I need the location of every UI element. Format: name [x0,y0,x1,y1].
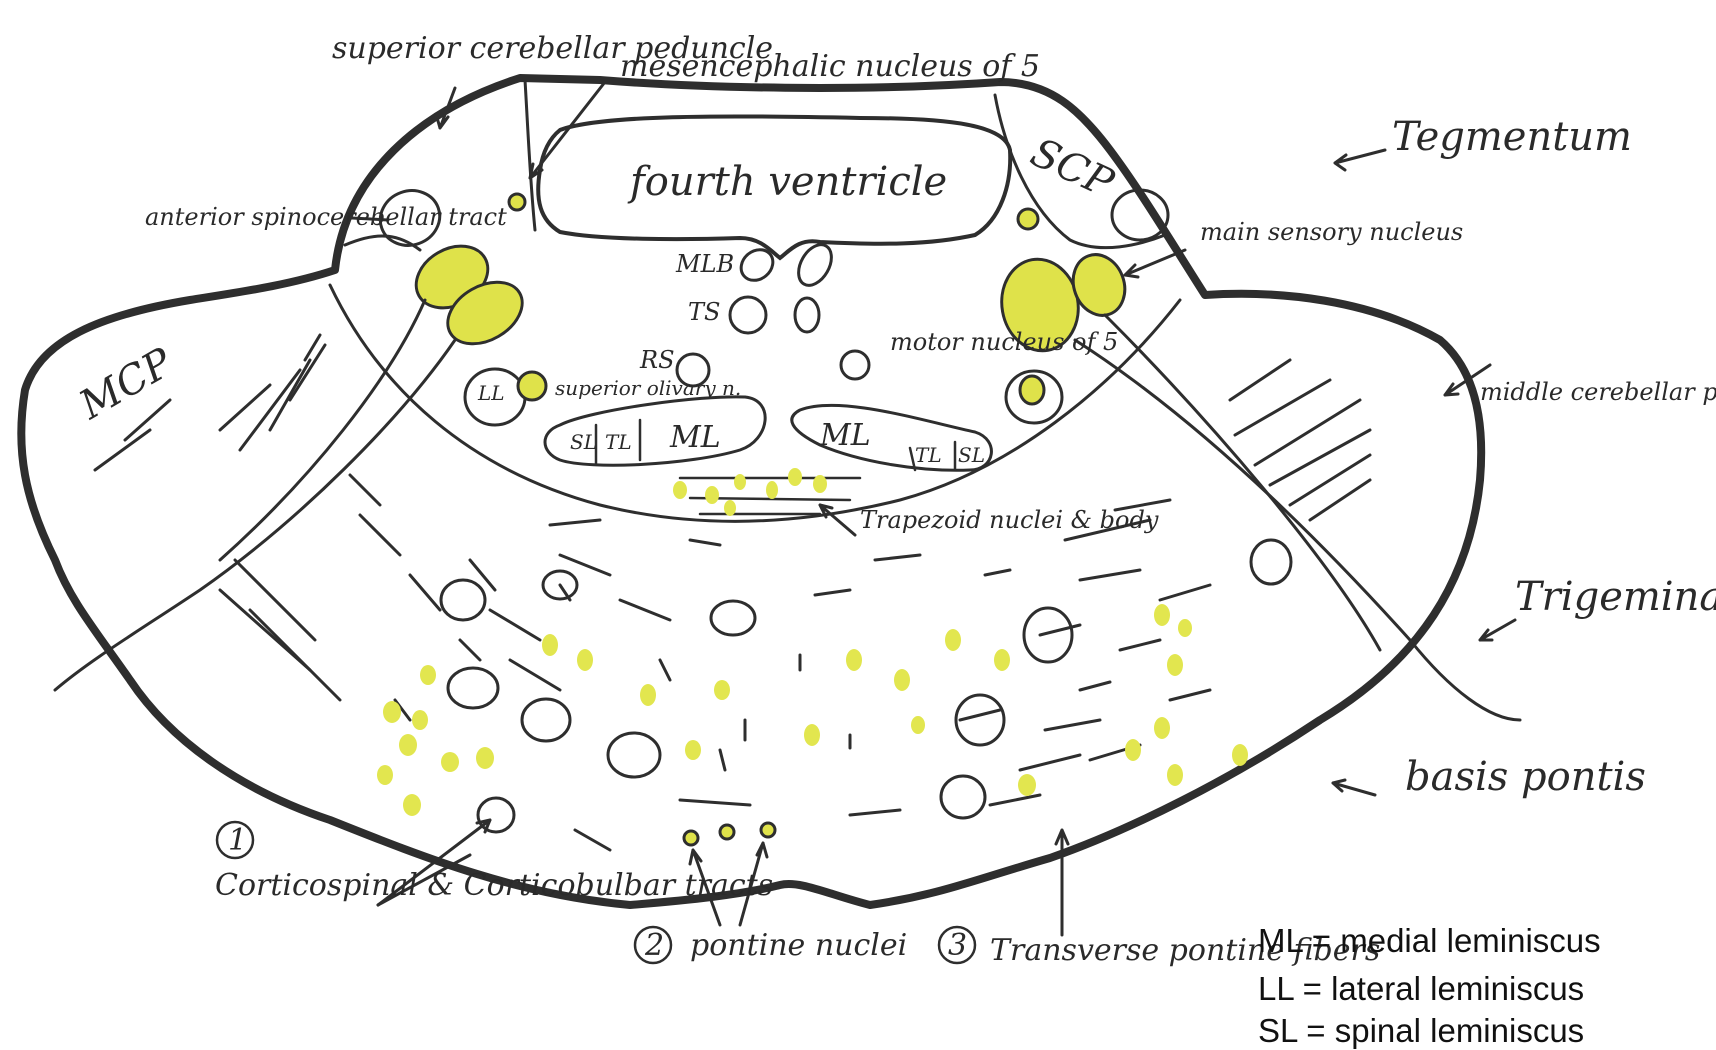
trigeminal-nerve-root-left-2 [220,300,425,560]
mesencephalic-nucleus-right [1018,209,1038,229]
label-main-sensory-nucleus: main sensory nucleus [1200,218,1463,246]
label-tl-right: TL [915,443,942,467]
label-tl-left: TL [605,430,632,454]
pontine-nucleus-small-1 [684,831,698,845]
pointer-transverse-fibers [1056,830,1068,935]
label-mesencephalic-nucleus: mesencephalic nucleus of 5 [620,49,1040,84]
ts-right [795,298,819,332]
pontine-nuclei-dots [377,604,1248,816]
label-corticospinal: Corticospinal & Corticobulbar tracts [215,868,773,903]
pointer-mesencephalic-nucleus [530,82,605,178]
label-pontine-nuclei: pontine nuclei [690,928,907,963]
mlb-right [792,239,838,291]
label-motor-nucleus: motor nucleus of 5 [890,328,1118,356]
label-sl-left: SL [570,430,597,454]
label-ml-left: ML [669,420,721,455]
pointer-trigeminal-nerve [1480,620,1515,640]
pointer-basis-pontis [1333,780,1375,795]
ts-left [730,297,766,333]
label-tegmentum: Tegmentum [1392,114,1632,160]
legend-ml: ML = medial leminiscus [1258,922,1601,960]
label-trigeminal-nerve: Trigeminal nerve [1515,574,1716,620]
label-anterior-spinocerebellar-tract: anterior spinocerebellar tract [145,203,507,231]
label-num3: 3 [948,928,967,963]
scp-left-inner [525,80,535,230]
legend-ll: LL = lateral leminiscus [1258,970,1584,1008]
label-middle-cerebellar-peduncle: middle cerebellar peduncle [1480,378,1716,406]
trigeminal-nerve-root-right-2 [1105,315,1380,650]
superior-olivary-nucleus-right [1020,376,1044,404]
label-num1: 1 [228,823,247,858]
label-ts: TS [688,298,720,326]
pontine-nucleus-small-3 [761,823,775,837]
rs-right [841,351,869,379]
label-mcp: MCP [71,339,181,429]
label-ml-right: ML [819,418,871,453]
pointer-tegmentum [1335,150,1385,170]
label-mlb: MLB [675,250,734,278]
pontine-nucleus-small-2 [720,825,734,839]
label-fourth-ventricle: fourth ventricle [627,159,947,205]
label-sl-right: SL [958,443,985,467]
label-ll: LL [477,381,505,405]
label-trapezoid: Trapezoid nuclei & body [860,506,1159,534]
superior-olivary-nucleus-left [518,372,546,400]
scp-left-boundary [345,236,420,250]
label-basis-pontis: basis pontis [1405,754,1646,800]
mcp-striations-right [1230,360,1370,520]
label-superior-olivary-nucleus: superior olivary n. [555,376,741,400]
mesencephalic-nucleus-left [509,194,525,210]
label-num2: 2 [644,928,664,963]
label-rs: RS [639,346,675,374]
pointer-main-sensory [1125,250,1185,277]
corticospinal-bundles [441,540,1291,832]
legend-sl: SL = spinal leminiscus [1258,1012,1584,1050]
